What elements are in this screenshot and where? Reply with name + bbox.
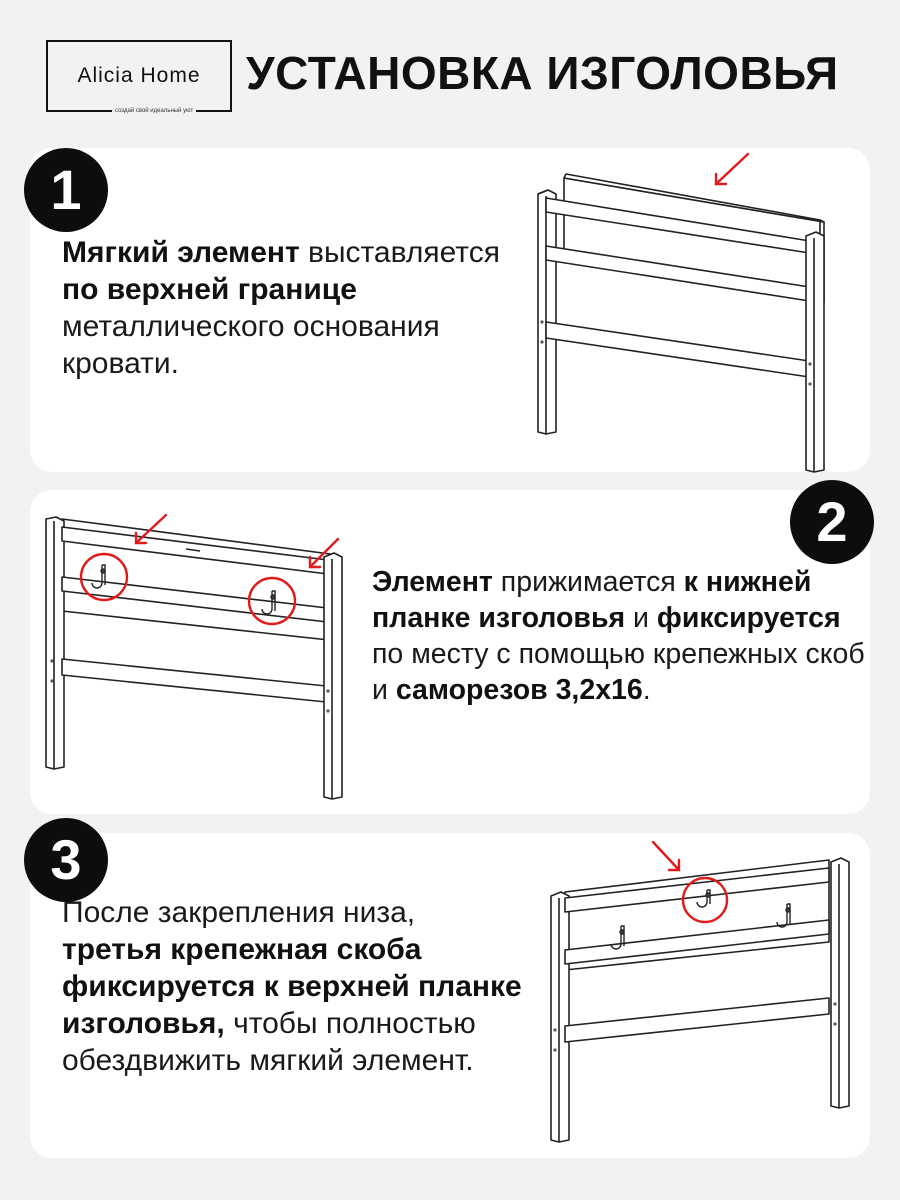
step-text-bold: Элемент: [372, 566, 493, 598]
bracket-icon: [91, 564, 106, 589]
bracket-icon: [776, 903, 791, 928]
step-text-bold: по верхней границе: [62, 273, 357, 306]
step-2-badge: 2: [790, 480, 874, 564]
headboard-frame-icon: [550, 857, 850, 1143]
step-text-bold: Мягкий элемент: [62, 236, 300, 269]
step-text-bold: третья крепежная скоба фиксируется к вер…: [62, 933, 522, 1040]
step-text-regular: металлического основания кровати.: [62, 310, 440, 380]
step-1-text: Мягкий элемент выставляется по верхней г…: [62, 234, 522, 382]
step-text-regular: выставляется: [299, 236, 500, 269]
red-circle-highlight-icon: [681, 876, 729, 924]
step-text-regular: .: [642, 674, 651, 706]
step-text-regular: чтобы полностью обездвижить мягкий элеме…: [62, 1007, 476, 1077]
brand-logo: Alicia Home: [46, 40, 232, 112]
step-1-badge: 1: [24, 148, 108, 232]
bracket-icon: [696, 889, 711, 908]
page-title: УСТАНОВКА ИЗГОЛОВЬЯ: [246, 47, 839, 99]
red-arrow-icon: [651, 840, 681, 872]
step-3-illustration: [550, 840, 850, 1143]
step-3-badge: 3: [24, 818, 108, 902]
step-text-bold: фиксируется: [656, 602, 841, 634]
header: Alicia Home создай свой идеальный уют УС…: [0, 0, 900, 140]
step-1-card: [30, 148, 870, 472]
logo-name: Alicia Home: [77, 64, 201, 87]
step-text-regular: После закрепления низа,: [62, 896, 416, 929]
step-text-regular: по месту с помощью крепежных скоб и: [372, 638, 865, 706]
red-circle-highlight-icon: [79, 552, 297, 626]
logo-tagline: создай свой идеальный уют: [112, 108, 197, 114]
bracket-icon: [261, 590, 276, 615]
step-3-text: После закрепления низа, третья крепежная…: [62, 894, 522, 1079]
step-1-illustration: [537, 152, 825, 473]
step-text-bold: саморезов 3,2x16: [395, 674, 643, 706]
step-text-bold: к нижней планке изголовья: [372, 566, 812, 634]
headboard-frame-icon: [537, 173, 825, 473]
step-2-text: Элемент прижимается к нижней планке изго…: [372, 564, 872, 708]
step-text-regular: и: [625, 602, 657, 634]
red-arrow-icon: [714, 152, 750, 186]
red-arrow-icon: [134, 513, 340, 569]
bracket-icon: [610, 925, 625, 950]
step-2-illustration: [45, 513, 343, 800]
headboard-frame-icon: [45, 516, 343, 800]
step-text-regular: прижимается: [492, 566, 684, 598]
